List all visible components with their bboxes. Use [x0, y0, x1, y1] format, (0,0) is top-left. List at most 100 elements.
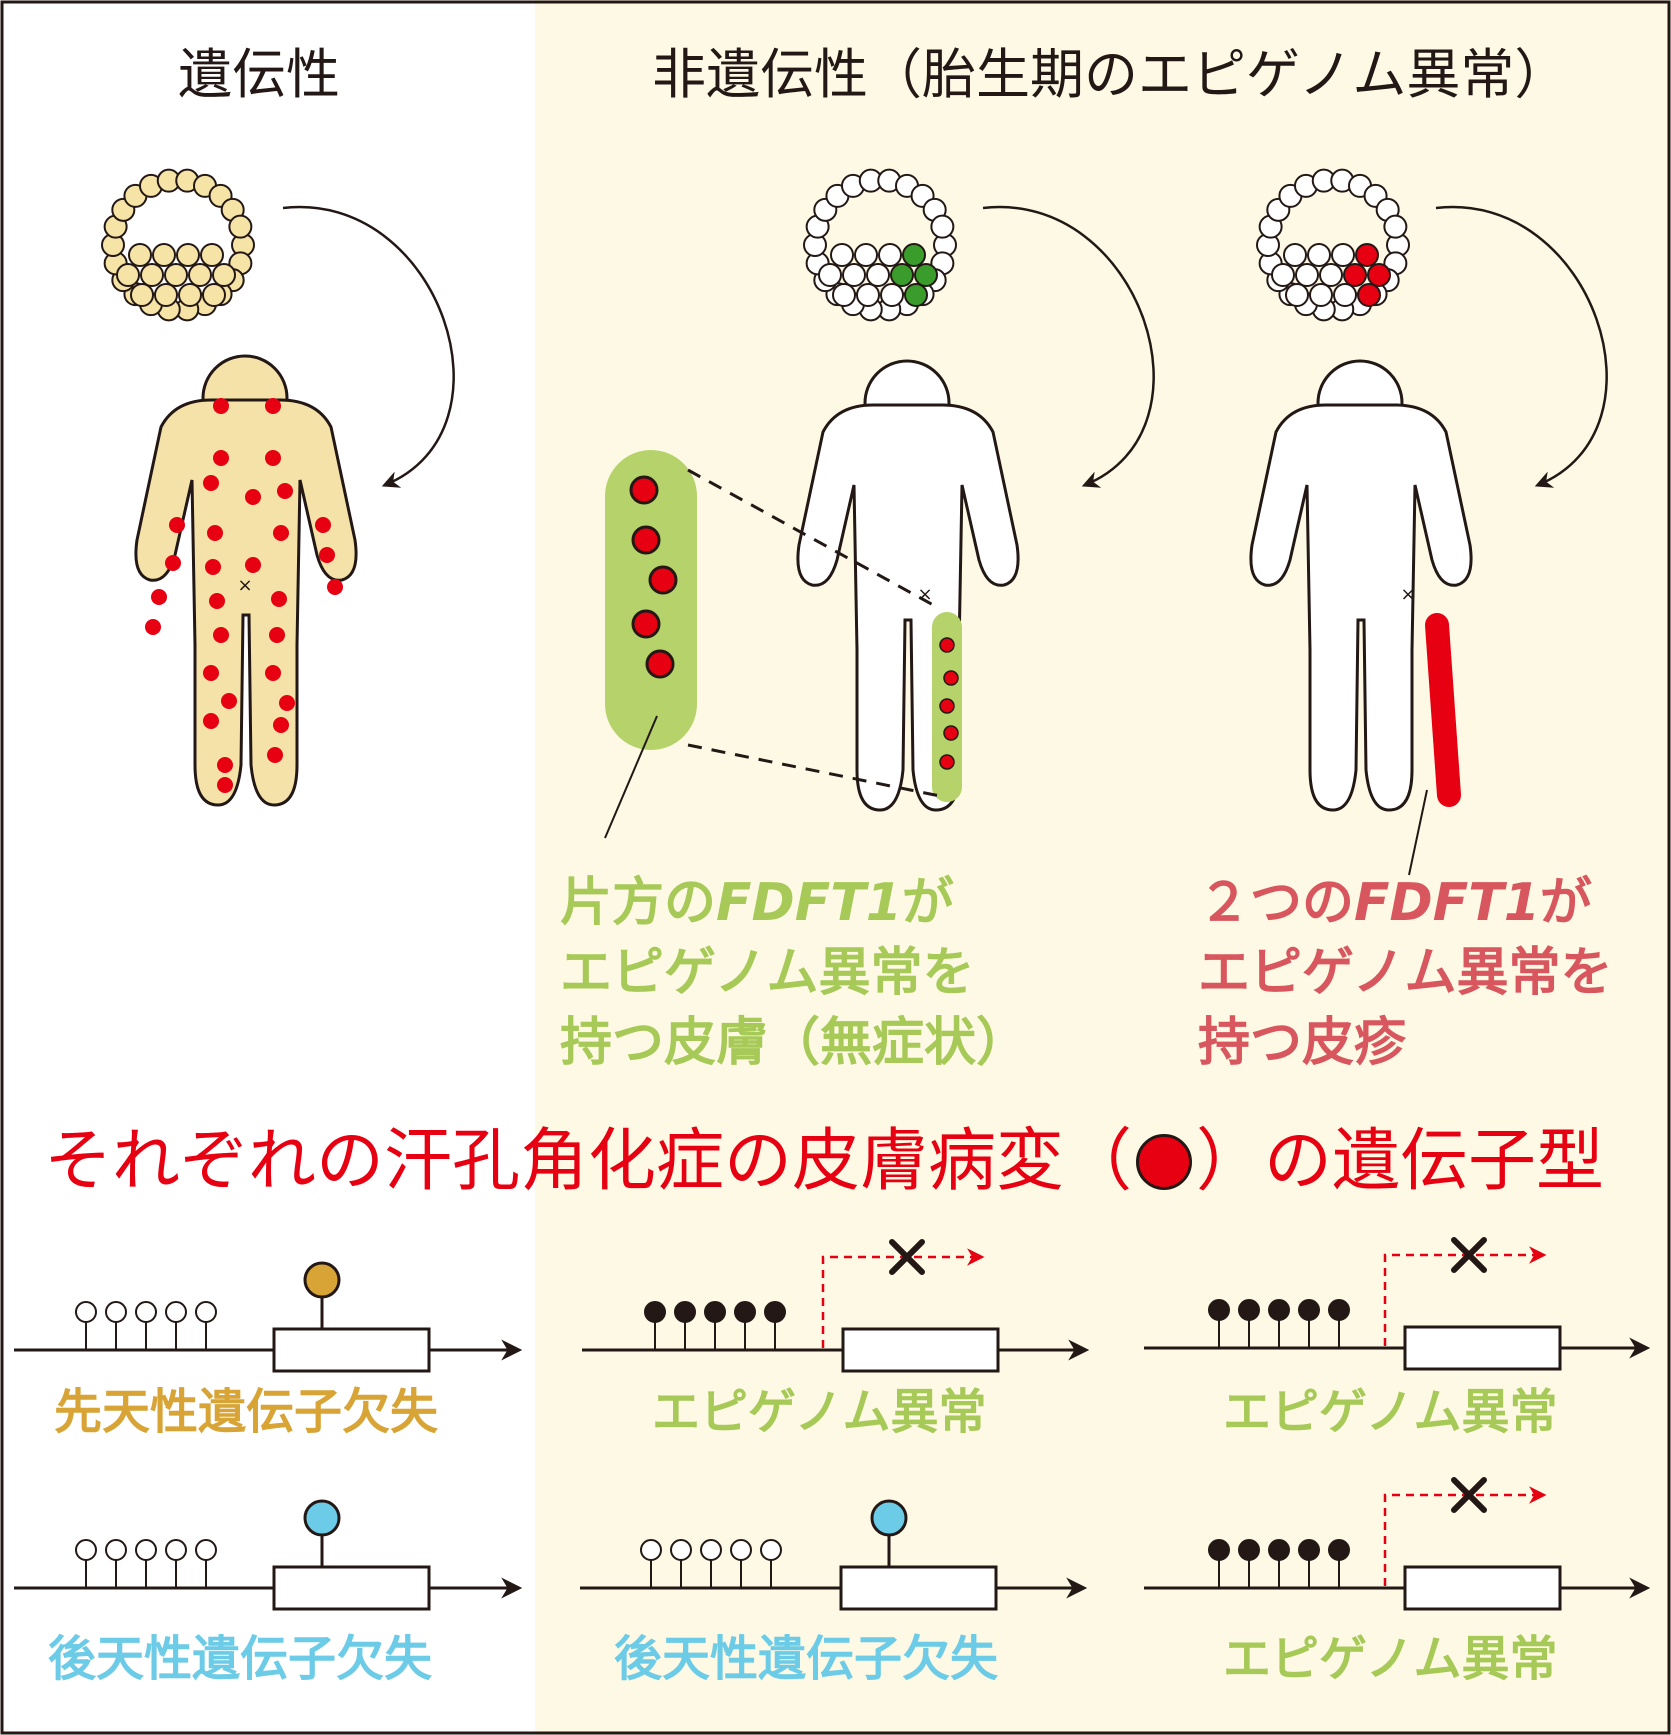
lesion-dot — [271, 591, 287, 607]
methylated-cpg — [1238, 1299, 1260, 1321]
deletion-marker — [303, 1261, 341, 1299]
lesion-dot — [169, 517, 185, 533]
lesion-dot — [631, 525, 661, 555]
embryo-cell — [818, 263, 842, 287]
lesion-dot — [631, 609, 661, 639]
label-col1-bottom: 後天性遺伝子欠失 — [48, 1631, 433, 1687]
arrow-embryo-to-body-3 — [1435, 205, 1608, 488]
methylated-cpg — [1298, 1299, 1320, 1321]
embryo-cell — [842, 263, 866, 287]
embryo-cell — [878, 243, 902, 267]
unmethylated-cpg — [75, 1301, 97, 1323]
label-col1-top: 先天性遺伝子欠失 — [54, 1384, 439, 1440]
unmethylated-cpg — [640, 1539, 662, 1561]
embryo-cell — [1295, 263, 1319, 287]
unmethylated-cpg — [165, 1301, 187, 1323]
lesion-dot — [277, 483, 293, 499]
unmethylated-cpg — [105, 1301, 127, 1323]
lesion-dot — [273, 525, 289, 541]
lesion-dot — [209, 593, 225, 609]
embryo-cell — [1383, 214, 1408, 239]
gene-box — [272, 1565, 431, 1611]
methylated-cpg — [1238, 1539, 1260, 1561]
lesion-dot — [151, 589, 167, 605]
embryo-cell — [116, 263, 140, 287]
blocked-transcription-arrow — [1383, 1246, 1547, 1346]
gene-box — [841, 1327, 1000, 1373]
embryo-cell — [1331, 243, 1355, 267]
hereditary-panel-bg — [0, 0, 535, 1735]
embryo-cell — [930, 214, 955, 239]
lesion-dot — [939, 637, 955, 653]
genotype-diagrams — [14, 1237, 1651, 1611]
embryo-cell — [228, 214, 253, 239]
deletion-marker — [303, 1499, 341, 1537]
methylated-cpg — [644, 1301, 666, 1323]
gene-box — [839, 1565, 998, 1611]
unmethylated-cpg — [165, 1539, 187, 1561]
embryo-cell-mutant — [1357, 283, 1381, 307]
arrow-embryo-to-body-2 — [982, 205, 1155, 488]
embryo-cell — [152, 243, 176, 267]
blocked-transcription-arrow — [1383, 1486, 1547, 1586]
lesion-dot — [273, 717, 289, 733]
methylated-cpg — [674, 1301, 696, 1323]
methylated-cpg — [1268, 1539, 1290, 1561]
embryo-cell-mutant — [914, 263, 938, 287]
methylated-cpg — [734, 1301, 756, 1323]
lesion-dot — [205, 559, 221, 575]
lesion-dot — [245, 557, 261, 573]
red-lesion-dot-icon — [1136, 1134, 1193, 1190]
human-figure-hereditary: × — [134, 354, 358, 807]
embryo-cell — [830, 243, 854, 267]
unmethylated-cpg — [105, 1539, 127, 1561]
lesion-dot — [315, 517, 331, 533]
lesion-dot — [939, 698, 955, 714]
blocked-transcription-arrow — [821, 1248, 985, 1348]
embryo-cell — [176, 243, 200, 267]
navel-mark: × — [1400, 584, 1415, 605]
embryo-cell — [188, 263, 212, 287]
methylated-cpg — [704, 1301, 726, 1323]
pointer-green — [604, 715, 658, 839]
lesion-dot — [267, 747, 283, 763]
pointer-red — [1408, 789, 1428, 876]
unmethylated-cpg — [195, 1301, 217, 1323]
unmethylated-cpg — [730, 1539, 752, 1561]
heading-non-hereditary: 非遺伝性（胎生期のエピゲノム異常） — [652, 43, 1569, 106]
block-x-icon — [1451, 1237, 1487, 1273]
label-col3-bottom: エピゲノム異常 — [1223, 1631, 1558, 1687]
lesion-dot — [265, 450, 281, 466]
lesion-dot — [629, 475, 659, 505]
lesion-dot — [165, 555, 181, 571]
embryo-cell — [140, 263, 164, 287]
lesion-dot — [319, 547, 335, 563]
lesion-dot — [213, 627, 229, 643]
zoom-guide-bottom — [687, 743, 946, 799]
embryo-cell — [1285, 283, 1309, 307]
embryo-cell — [128, 243, 152, 267]
unmethylated-cpg — [75, 1539, 97, 1561]
caption-green-line1: 片方のFDFT1が — [560, 873, 954, 933]
unmethylated-cpg — [135, 1539, 157, 1561]
embryo-cell — [154, 283, 178, 307]
gene-box — [1403, 1325, 1562, 1371]
lesion-dot — [213, 450, 229, 466]
lesion-dots-leg — [939, 637, 959, 770]
embryo-cell — [164, 263, 188, 287]
embryo-cell — [1307, 243, 1331, 267]
unmethylated-cpg — [760, 1539, 782, 1561]
non-hereditary-panel-bg — [535, 0, 1671, 1735]
lesion-dot — [648, 565, 678, 595]
block-x-icon — [1451, 1477, 1487, 1513]
embryo-hereditary — [101, 168, 255, 322]
methylated-cpg — [1268, 1299, 1290, 1321]
embryo-cell-mutant — [1355, 243, 1379, 267]
lesion-dot — [327, 579, 343, 595]
lesion-dots-whole-body — [145, 398, 343, 793]
arrow-embryo-to-body-1 — [282, 205, 455, 488]
caption-green-line3: 持つ皮膚（無症状） — [560, 1013, 1029, 1073]
embryo-cell — [130, 283, 154, 307]
lesion-dot — [207, 525, 223, 541]
